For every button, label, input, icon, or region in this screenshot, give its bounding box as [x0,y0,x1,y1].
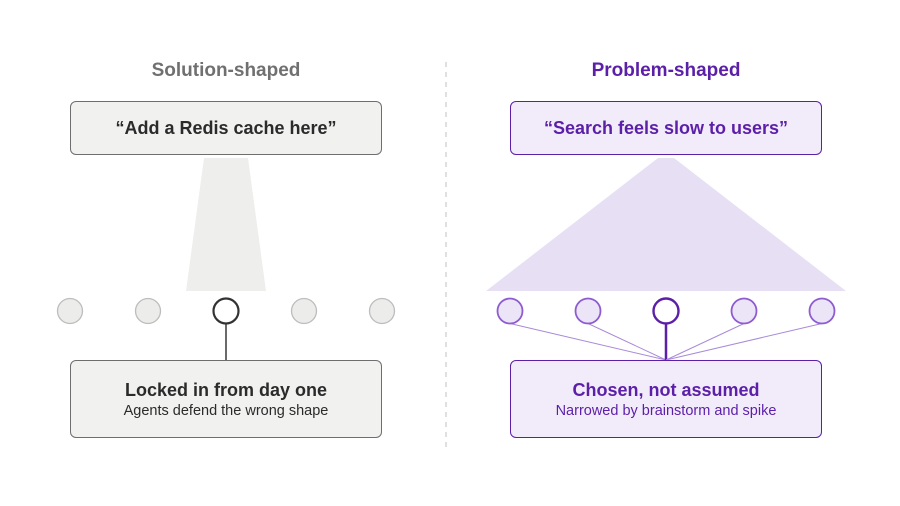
problem-option-connector [665,323,823,361]
problem-outcome-subtitle: Narrowed by brainstorm and spike [555,402,777,419]
solution-quote-box: “Add a Redis cache here” [70,101,382,155]
solution-option-dot [134,297,162,325]
solution-option-dot [368,297,396,325]
solution-outcome-subtitle: Agents defend the wrong shape [123,402,329,419]
problem-outcome-title: Chosen, not assumed [572,379,760,400]
problem-option-dot [730,297,758,325]
problem-option-dot [574,297,602,325]
problem-quote-text: “Search feels slow to users” [543,117,789,138]
problem-option-connector [665,323,745,361]
problem-option-dot [808,297,836,325]
problem-option-dot [496,297,524,325]
problem-selected-option-dot [652,297,680,325]
solution-shaped-heading: Solution-shaped [151,60,301,81]
solution-option-dot [290,297,318,325]
solution-selected-option-dot [212,297,240,325]
solution-quote-text: “Add a Redis cache here” [115,117,337,138]
solution-option-dot [56,297,84,325]
problem-option-connector [587,323,667,361]
solution-outcome-box: Locked in from day one Agents defend the… [70,360,382,438]
problem-option-connector [509,323,667,361]
problem-quote-box: “Search feels slow to users” [510,101,822,155]
problem-shaped-heading: Problem-shaped [591,60,741,81]
solution-outcome-title: Locked in from day one [124,379,328,400]
problem-outcome-box: Chosen, not assumed Narrowed by brainsto… [510,360,822,438]
problem-wide-funnel [486,158,846,291]
solution-narrow-funnel [186,158,266,291]
